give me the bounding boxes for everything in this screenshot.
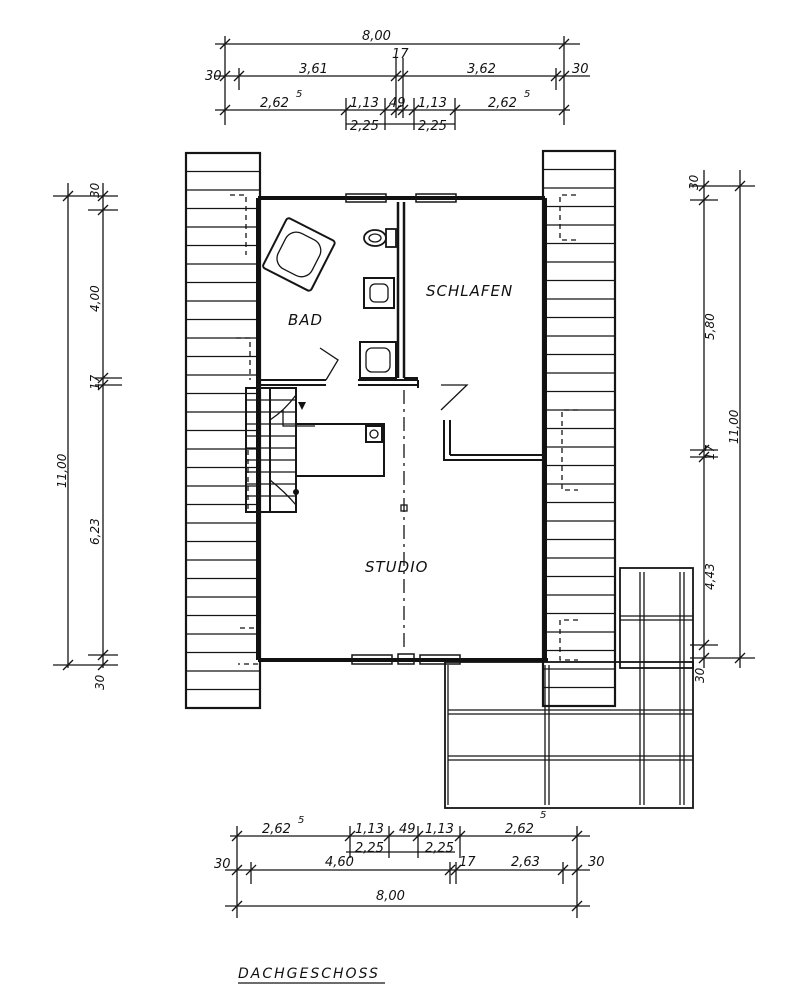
drawing-title: DACHGESCHOSS <box>238 966 380 982</box>
right-bottom-edge-dim: 30 <box>693 667 707 683</box>
bottom-sub-right-dim: 2,25 <box>425 841 454 856</box>
left-mid-dim: 17 <box>88 374 102 390</box>
top-right-edge-dim: 30 <box>572 62 589 77</box>
top-mid-dim: 17 <box>392 47 409 62</box>
room-label-studio: STUDIO <box>365 558 428 576</box>
top-left-edge-dim: 30 <box>205 69 222 84</box>
top-seg4-dim: 1,13 <box>418 96 447 111</box>
top-right-half-dim: 3,62 <box>467 62 496 77</box>
top-left-half-dim: 3,61 <box>299 62 328 77</box>
bottom-left-half-dim: 4,60 <box>325 855 354 870</box>
top-seg5-sup: 5 <box>524 89 530 100</box>
left-lower-dim: 6,23 <box>88 518 102 545</box>
left-dimension-chain: 30 4,00 17 6,23 30 11,00 <box>53 182 122 690</box>
left-upper-dim: 4,00 <box>88 285 102 312</box>
bottom-right-half-dim: 2,63 <box>511 855 540 870</box>
shower-tray <box>359 341 397 379</box>
bottom-sub-left-dim: 2,25 <box>355 841 384 856</box>
floor-outline <box>256 193 548 665</box>
top-seg2-dim: 1,13 <box>350 96 379 111</box>
top-seg1-dim: 2,62 <box>260 96 289 111</box>
right-overall-dim: 11,00 <box>727 409 741 444</box>
top-sub-left-dim: 2,25 <box>350 119 379 134</box>
top-dimension-chain: 8,00 17 30 3,61 3,62 30 2,62 5 1,13 49 1… <box>205 29 590 134</box>
bottom-overall-dim: 8,00 <box>376 889 405 904</box>
chimney <box>295 423 385 477</box>
top-seg5-dim: 2,62 <box>488 96 517 111</box>
right-roof-strip <box>541 149 617 708</box>
bottom-seg5-dim: 2,62 <box>505 822 534 837</box>
bathtub <box>262 217 336 292</box>
bottom-left-edge-dim: 30 <box>214 857 231 872</box>
room-label-schlafen: SCHLAFEN <box>426 282 513 300</box>
bathroom-fixtures <box>262 217 397 379</box>
bottom-dimension-chain: 2,62 5 1,13 49 1,13 2,62 5 2,25 2,25 30 … <box>214 810 605 918</box>
top-seg3-dim: 49 <box>389 96 406 111</box>
interior-walls <box>258 202 545 461</box>
right-top-edge-dim: 30 <box>687 174 701 190</box>
left-overall-dim: 11,00 <box>55 453 69 488</box>
bottom-seg3-dim: 49 <box>399 822 416 837</box>
washbasin <box>363 277 395 309</box>
center-axis <box>400 390 408 650</box>
right-upper-dim: 5,80 <box>703 313 717 340</box>
top-overall-dim: 8,00 <box>362 29 391 44</box>
left-top-edge-dim: 30 <box>88 182 102 198</box>
bottom-seg5-sup: 5 <box>540 810 546 821</box>
right-dimension-chain: 30 5,80 17 4,43 30 11,00 <box>687 170 755 683</box>
left-bottom-edge-dim: 30 <box>93 674 107 690</box>
terrace-grid <box>444 567 694 809</box>
room-label-bad: BAD <box>288 311 323 329</box>
right-lower-dim: 4,43 <box>703 563 717 590</box>
bottom-seg1-dim: 2,62 <box>262 822 291 837</box>
bottom-seg1-sup: 5 <box>298 815 304 826</box>
left-roof-strip <box>184 151 262 710</box>
bottom-right-edge-dim: 30 <box>588 855 605 870</box>
bottom-seg2-dim: 1,13 <box>355 822 384 837</box>
top-seg1-sup: 5 <box>296 89 302 100</box>
bottom-mid-dim: 17 <box>459 855 476 870</box>
top-sub-right-dim: 2,25 <box>418 119 447 134</box>
right-mid-dim: 17 <box>703 444 717 460</box>
toilet <box>363 228 397 248</box>
bottom-seg4-dim: 1,13 <box>425 822 454 837</box>
